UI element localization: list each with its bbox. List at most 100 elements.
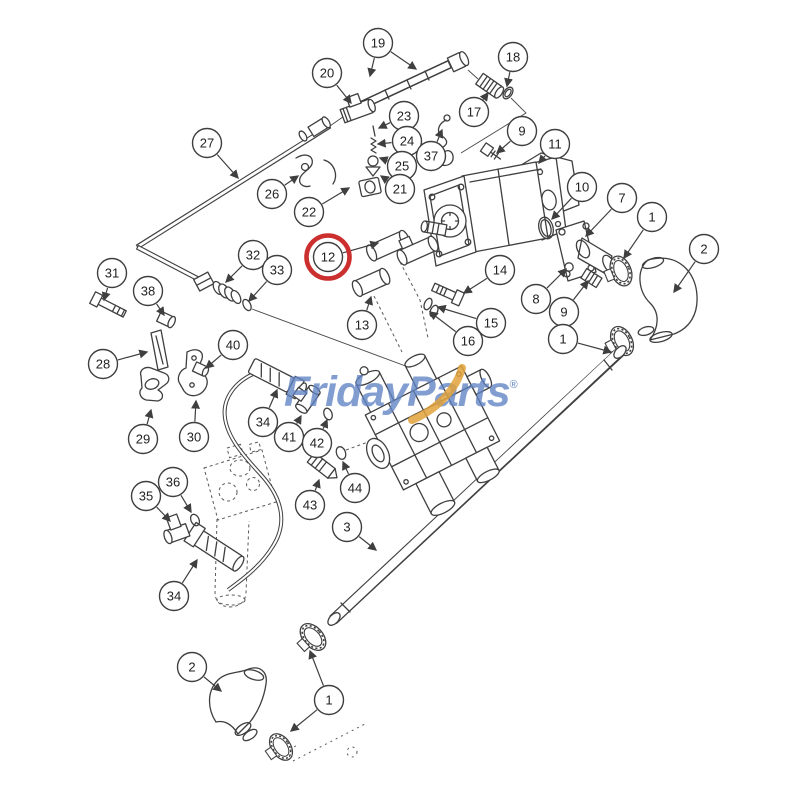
callout-number: 17 — [467, 105, 481, 120]
part-callout-38: 38 — [132, 275, 165, 317]
callout-arrow — [367, 57, 377, 78]
callout-number: 20 — [320, 66, 334, 81]
top-hose-assembly — [356, 50, 527, 167]
callout-number: 43 — [303, 498, 317, 513]
callout-circle — [130, 480, 162, 512]
callout-arrow — [504, 72, 513, 88]
callout-arrow — [321, 187, 351, 205]
callout-number: 37 — [424, 149, 438, 164]
callout-number: 22 — [302, 205, 316, 220]
part-callout-7: 7 — [585, 182, 638, 237]
part-callout-2: 2 — [673, 233, 720, 294]
highlight-ring-12 — [304, 233, 352, 281]
callout-arrow — [336, 84, 352, 105]
part-13-drawing — [351, 267, 391, 298]
callout-number: 16 — [461, 334, 475, 349]
callout-circle — [261, 254, 293, 286]
callout-arrow — [623, 229, 644, 260]
part-callout-30: 30 — [178, 399, 210, 453]
part-callout-14: 14 — [462, 254, 516, 294]
part-callout-13: 13 — [346, 295, 378, 341]
fitting-17 — [475, 72, 505, 99]
callout-arrow — [180, 494, 192, 514]
callout-arrow — [117, 349, 149, 361]
o-ring-10 — [538, 216, 554, 240]
callout-circle — [606, 182, 638, 214]
callout-circle — [339, 472, 371, 504]
callout-arrow — [462, 277, 488, 294]
callout-arrow — [342, 460, 351, 475]
part-callout-3: 3 — [331, 511, 378, 551]
callout-number: 25 — [395, 159, 409, 174]
callout-circle — [313, 684, 345, 716]
o-ring-33 — [242, 298, 252, 312]
part-callout-18: 18 — [497, 41, 529, 88]
callout-number: 15 — [484, 316, 498, 331]
part-callout-36: 36 — [157, 466, 192, 514]
callout-number: 42 — [310, 436, 324, 451]
callout-circle — [346, 309, 378, 341]
part-callout-29: 29 — [127, 408, 159, 455]
callout-circle — [87, 348, 119, 380]
callout-circle — [415, 140, 447, 172]
callout-circle — [688, 233, 720, 265]
callout-number: 7 — [618, 191, 625, 206]
part-callout-9: 9 — [495, 115, 538, 154]
callout-number: 40 — [226, 338, 240, 353]
callout-circle — [506, 115, 538, 147]
callout-number: 2 — [700, 242, 707, 257]
part-callout-27: 27 — [191, 127, 239, 180]
callout-number: 2 — [188, 660, 195, 675]
callout-number: 44 — [348, 481, 362, 496]
part-callout-21: 21 — [379, 173, 416, 205]
bolt-9-top — [479, 142, 502, 160]
part-callout-1: 1 — [289, 649, 345, 732]
part-callout-32: 32 — [225, 239, 269, 283]
callout-number: 19 — [371, 36, 385, 51]
bellows-32 — [212, 280, 242, 305]
callout-circle — [301, 427, 333, 459]
callout-circle — [96, 257, 128, 289]
callout-arrow — [376, 138, 392, 148]
callout-arrow — [364, 295, 373, 311]
part-callout-31: 31 — [96, 257, 128, 302]
callout-circle — [294, 489, 326, 521]
callout-circle — [256, 178, 288, 210]
callout-number: 30 — [187, 430, 201, 445]
elbow-hose-lower — [208, 667, 298, 769]
callout-circle — [312, 241, 344, 273]
callout-number: 35 — [139, 489, 153, 504]
part-callout-15: 15 — [436, 304, 507, 339]
suction-tube-3 — [289, 345, 627, 661]
part-callout-17: 17 — [458, 91, 490, 128]
callout-arrow — [156, 303, 165, 317]
hose-clamp-bottom-1 — [259, 728, 298, 769]
part-callout-34: 34 — [158, 558, 198, 612]
callout-circle — [458, 96, 490, 128]
part-callout-1: 1 — [547, 323, 613, 355]
callout-arrow — [573, 279, 589, 301]
callout-arrow — [551, 197, 572, 220]
callout-number: 13 — [355, 318, 369, 333]
part-callout-9: 9 — [548, 279, 589, 328]
callout-number: 34 — [167, 589, 181, 604]
hose-assembly-lower — [163, 370, 284, 592]
tee-fitting-41 — [292, 384, 321, 414]
part-callout-24: 24 — [376, 125, 423, 157]
callout-number: 31 — [105, 266, 119, 281]
callout-circle — [331, 511, 363, 543]
callout-arrow — [378, 156, 389, 165]
part-callout-37: 37 — [415, 128, 447, 172]
callout-arrow — [204, 354, 222, 369]
callout-arrow — [319, 418, 329, 430]
part-callout-10: 10 — [551, 171, 598, 220]
callout-circle — [176, 651, 208, 683]
callout-number: 26 — [265, 187, 279, 202]
callout-circle — [217, 329, 249, 361]
part-callout-28: 28 — [87, 348, 149, 380]
callout-number: 38 — [141, 284, 155, 299]
callout-circle — [311, 57, 343, 89]
part-callout-1: 1 — [623, 201, 668, 260]
callout-number: 3 — [343, 520, 350, 535]
